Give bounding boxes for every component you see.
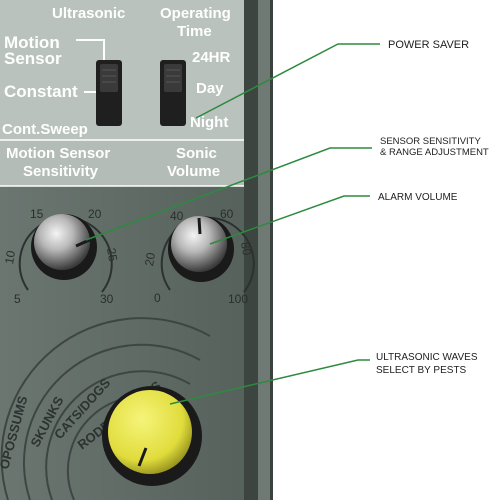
vol-tick-0: 0 (154, 291, 161, 305)
ring-3 (45, 370, 191, 500)
callout-power-saver: POWER SAVER (388, 39, 469, 51)
vol-tick-60: 60 (220, 207, 234, 221)
callout-waves-1: ULTRASONIC WAVES (376, 352, 478, 363)
motion-label: Motion (4, 33, 60, 52)
volume-title-2: Volume (167, 163, 220, 180)
op-day-label: Day (196, 80, 224, 97)
operating-title: Operating (160, 5, 231, 22)
callout-sensor-1: SENSOR SENSITIVITY (380, 136, 481, 147)
vol-tick-100: 100 (228, 292, 248, 306)
callout-lines (85, 43, 380, 405)
motion-switch-slider[interactable] (100, 64, 118, 92)
callout-alarm-volume: ALARM VOLUME (378, 192, 458, 203)
ring-2 (22, 343, 201, 500)
housing-edge (270, 0, 273, 500)
cont-sweep-label: Cont.Sweep (2, 121, 88, 138)
sensitivity-knob[interactable] (34, 214, 90, 270)
vol-tick-40: 40 (170, 209, 184, 223)
sens-tick-30: 30 (100, 292, 114, 306)
callout-line-sensitivity (85, 147, 372, 241)
volume-knob[interactable] (171, 216, 227, 272)
volume-title: Sonic (176, 145, 217, 162)
operating-switch-slider[interactable] (164, 64, 182, 92)
ring-outer (0, 317, 211, 500)
sens-tick-15: 15 (30, 207, 44, 221)
op-24hr-label: 24HR (192, 49, 231, 66)
knob-title-band (0, 140, 244, 186)
vol-tick-80: 80 (238, 241, 254, 257)
callout-line-volume (209, 195, 370, 245)
callout-sensor-2: & RANGE ADJUSTMENT (380, 147, 489, 158)
pest-selector-knob[interactable] (108, 390, 192, 474)
sensitivity-title: Motion Sensor (6, 145, 110, 162)
sensitivity-title-2: Sensitivity (23, 163, 99, 180)
vol-tick-20: 20 (142, 251, 158, 267)
sens-tick-20: 20 (88, 207, 102, 221)
callout-line-power-saver (195, 43, 380, 119)
constant-label: Constant (4, 82, 78, 101)
sensor-label: Sensor (4, 49, 62, 68)
housing-side (258, 0, 270, 500)
sens-tick-10: 10 (2, 249, 18, 265)
operating-title-time: Time (177, 23, 212, 40)
sens-tick-5: 5 (14, 292, 21, 306)
ultrasonic-title: Ultrasonic (52, 5, 125, 22)
callout-waves-2: SELECT BY PESTS (376, 365, 467, 376)
sens-tick-25: 25 (104, 247, 120, 263)
op-night-label: Night (190, 114, 228, 131)
callout-line-waves (169, 359, 370, 405)
